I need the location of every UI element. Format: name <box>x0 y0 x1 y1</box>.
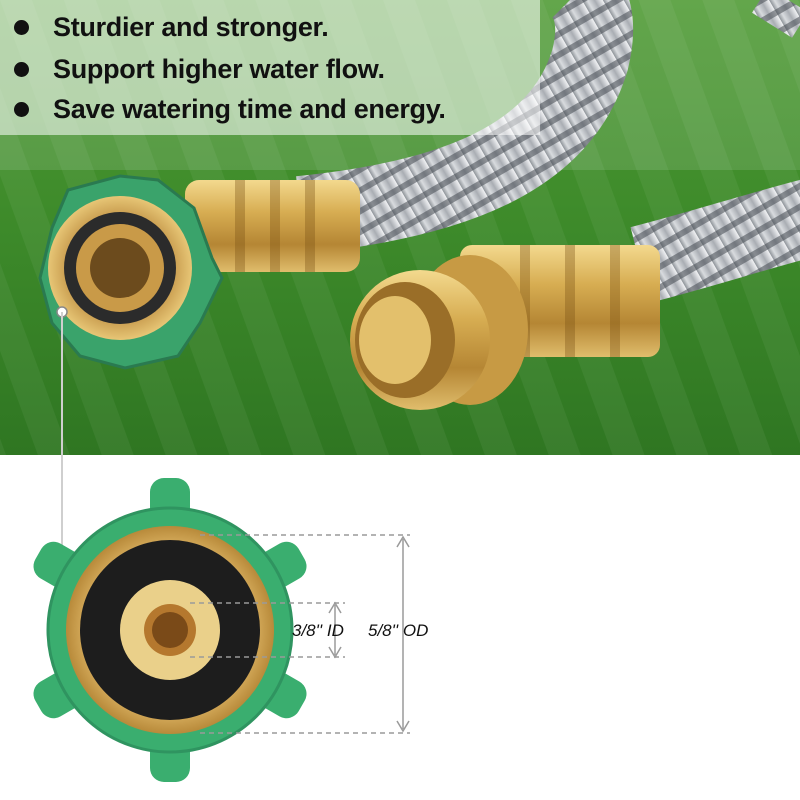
dimension-arrows <box>328 535 410 733</box>
inner-diameter-label: 3/8'' ID <box>292 621 344 640</box>
outer-diameter-label: 5/8'' OD <box>368 621 429 640</box>
feature-text: Save watering time and energy. <box>53 94 446 124</box>
feature-item: Save watering time and energy. <box>14 94 446 125</box>
feature-list: Sturdier and stronger. Support higher wa… <box>0 0 540 135</box>
feature-text: Sturdier and stronger. <box>53 12 329 42</box>
bullet-dot <box>14 102 29 117</box>
green-coupling-nut <box>38 174 224 370</box>
steel-hose-upper <box>296 0 634 254</box>
dimension-guides <box>190 534 410 734</box>
connector-cross-section <box>33 455 410 782</box>
feature-text: Support higher water flow. <box>53 54 385 84</box>
green-nut-front-view <box>33 478 307 782</box>
bullet-dot <box>14 20 29 35</box>
feature-item: Support higher water flow. <box>14 54 385 85</box>
brass-sleeve-left <box>185 180 360 272</box>
bullet-dot <box>14 62 29 77</box>
feature-item: Sturdier and stronger. <box>14 12 329 43</box>
steel-hose-lower <box>630 179 800 303</box>
